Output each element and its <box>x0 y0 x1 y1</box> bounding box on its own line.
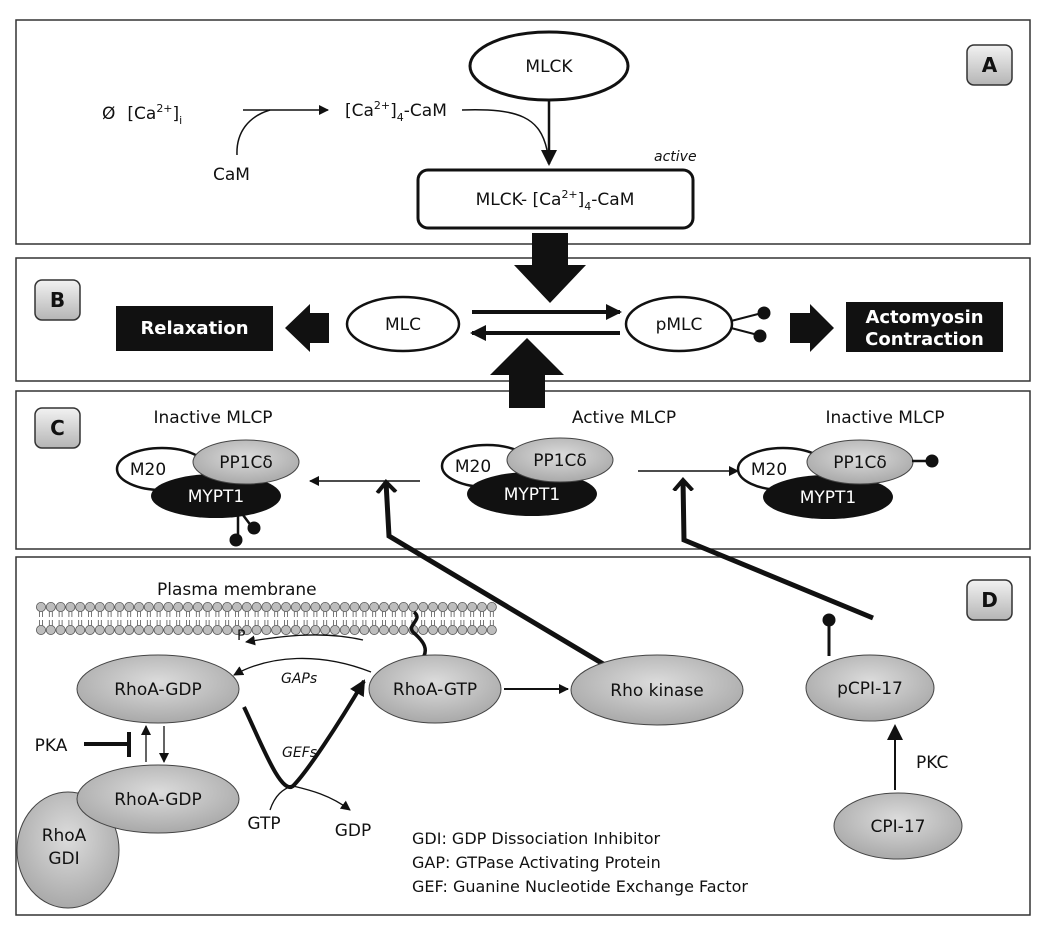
panel-a-frame <box>15 19 1031 245</box>
gefs-label: GEFs <box>282 745 317 761</box>
m20-label: M20 <box>130 460 166 480</box>
active-label: active <box>654 149 697 165</box>
phosphate-mark <box>925 454 939 468</box>
contraction-arrow <box>790 304 834 352</box>
phosphate-mark <box>229 533 243 547</box>
cpi17-node <box>833 792 963 860</box>
mypt1-label: MYPT1 <box>188 487 245 507</box>
rhoa-gdi-node <box>16 791 120 909</box>
mlcp-complex-inactive-left: M20 PP1Cδ MYPT1 <box>115 439 300 547</box>
pmlc-phosphate-marks <box>730 306 771 343</box>
pmlc-node <box>624 295 734 353</box>
gtp-label: GTP <box>247 814 280 834</box>
pp1c-node <box>192 439 300 485</box>
legend-line: GEF: Guanine Nucleotide Exchange Factor <box>412 877 748 896</box>
mlck-complex-label: MLCK- [Ca2+]4-CaM <box>476 188 635 213</box>
p-release-arrow <box>245 634 364 646</box>
inactive-mlcp-right-title: Inactive MLCP <box>825 408 944 428</box>
relaxation-label: Relaxation <box>140 318 248 339</box>
mypt1-node <box>763 475 893 519</box>
ca-cam-complex-label: [Ca2+]4-CaM <box>345 99 447 124</box>
mypt1-node <box>467 472 597 516</box>
panel-d-label: D <box>981 588 998 612</box>
mypt1-label: MYPT1 <box>504 485 561 505</box>
mlcp-complex-inactive-right: M20 PP1Cδ MYPT1 <box>736 439 939 519</box>
m20-label: M20 <box>751 460 787 480</box>
pcpi17-node <box>805 654 935 722</box>
mlck-label: MLCK <box>525 57 573 77</box>
rhoa-gtp-node <box>368 654 502 724</box>
dephosphorylation-big-arrow <box>490 338 564 408</box>
rho-kinase-phosphorylation-arrow <box>386 482 632 683</box>
rhoa-gdp-node <box>76 654 240 724</box>
phosphate-mark <box>247 521 261 535</box>
panel-a-label: A <box>982 53 998 77</box>
m20-label: M20 <box>455 457 491 477</box>
rho-kinase-node <box>570 654 744 726</box>
cpi17-label: CPI-17 <box>871 817 926 837</box>
gdp-release-arrow <box>292 785 351 811</box>
membrane-anchor <box>409 610 427 665</box>
mlck-complex-node <box>416 168 695 230</box>
active-mlcp-title: Active MLCP <box>572 408 676 428</box>
mypt1-label: MYPT1 <box>800 488 857 508</box>
calcium-increase-label: Ø[Ca2+]i <box>102 102 182 127</box>
pp1c-label: PP1Cδ <box>833 453 887 473</box>
rhoa-gtp-label: RhoA-GTP <box>393 680 477 700</box>
pmlc-label: pMLC <box>656 315 703 335</box>
relaxation-arrow <box>285 304 329 352</box>
pka-label: PKA <box>35 736 68 756</box>
abbreviation-legend: GDI: GDP Dissociation Inhibitor GAP: GTP… <box>412 829 748 896</box>
pp1c-label: PP1Cδ <box>219 453 273 473</box>
actomyosin-label-line2: Contraction <box>865 329 984 350</box>
actomyosin-label-line1: Actomyosin <box>865 307 983 328</box>
gap-hydrolysis-arrow <box>233 657 372 676</box>
legend-line: GDI: GDP Dissociation Inhibitor <box>412 829 660 848</box>
cpi17-inhibition-arrow <box>683 480 874 621</box>
mlcp-complex-active: M20 PP1Cδ MYPT1 <box>440 437 614 516</box>
plasma-membrane <box>36 602 497 635</box>
cam-join-curve <box>236 109 271 156</box>
actomyosin-box <box>846 302 1003 352</box>
panel-b-label: B <box>50 288 65 312</box>
legend-line: GAP: GTPase Activating Protein <box>412 853 661 872</box>
mlc-node <box>345 295 461 353</box>
panel-a-badge: A <box>966 44 1013 86</box>
rhoa-gdi-label-line1: RhoA <box>42 826 87 846</box>
panel-c-label: C <box>50 416 65 440</box>
gaps-label: GAPs <box>281 671 317 687</box>
complex-join-curve <box>461 109 548 151</box>
gdp-label: GDP <box>335 821 372 841</box>
panel-d-frame <box>15 556 1031 916</box>
gef-exchange-arrow <box>242 679 366 790</box>
cam-label: CaM <box>213 165 250 185</box>
rhoa-gdp-label: RhoA-GDP <box>114 680 202 700</box>
inactive-mlcp-left-title: Inactive MLCP <box>153 408 272 428</box>
rhoa-gdi-label-line2: GDI <box>48 849 79 869</box>
pkc-label: PKC <box>916 753 948 773</box>
relaxation-box <box>116 306 273 351</box>
pcpi17-label: pCPI-17 <box>837 679 903 699</box>
mypt1-node <box>151 474 281 518</box>
rhoa-gdp-bound-label: RhoA-GDP <box>114 790 202 810</box>
rho-kinase-label: Rho kinase <box>610 681 703 701</box>
panel-d-badge: D <box>966 579 1013 621</box>
panel-c-badge: C <box>34 407 81 449</box>
plasma-membrane-label: Plasma membrane <box>157 580 317 600</box>
rhoa-gdp-bound-node <box>76 764 240 834</box>
mlc-label: MLC <box>385 315 421 335</box>
panel-b-badge: B <box>34 279 81 321</box>
pp1c-label: PP1Cδ <box>533 451 587 471</box>
pp1c-node <box>506 437 614 483</box>
phosphate-mark <box>822 613 836 627</box>
gtp-uptake-curve <box>269 785 293 811</box>
phosphate-p-label: P <box>237 628 245 644</box>
phosphorylation-big-arrow <box>514 233 586 303</box>
